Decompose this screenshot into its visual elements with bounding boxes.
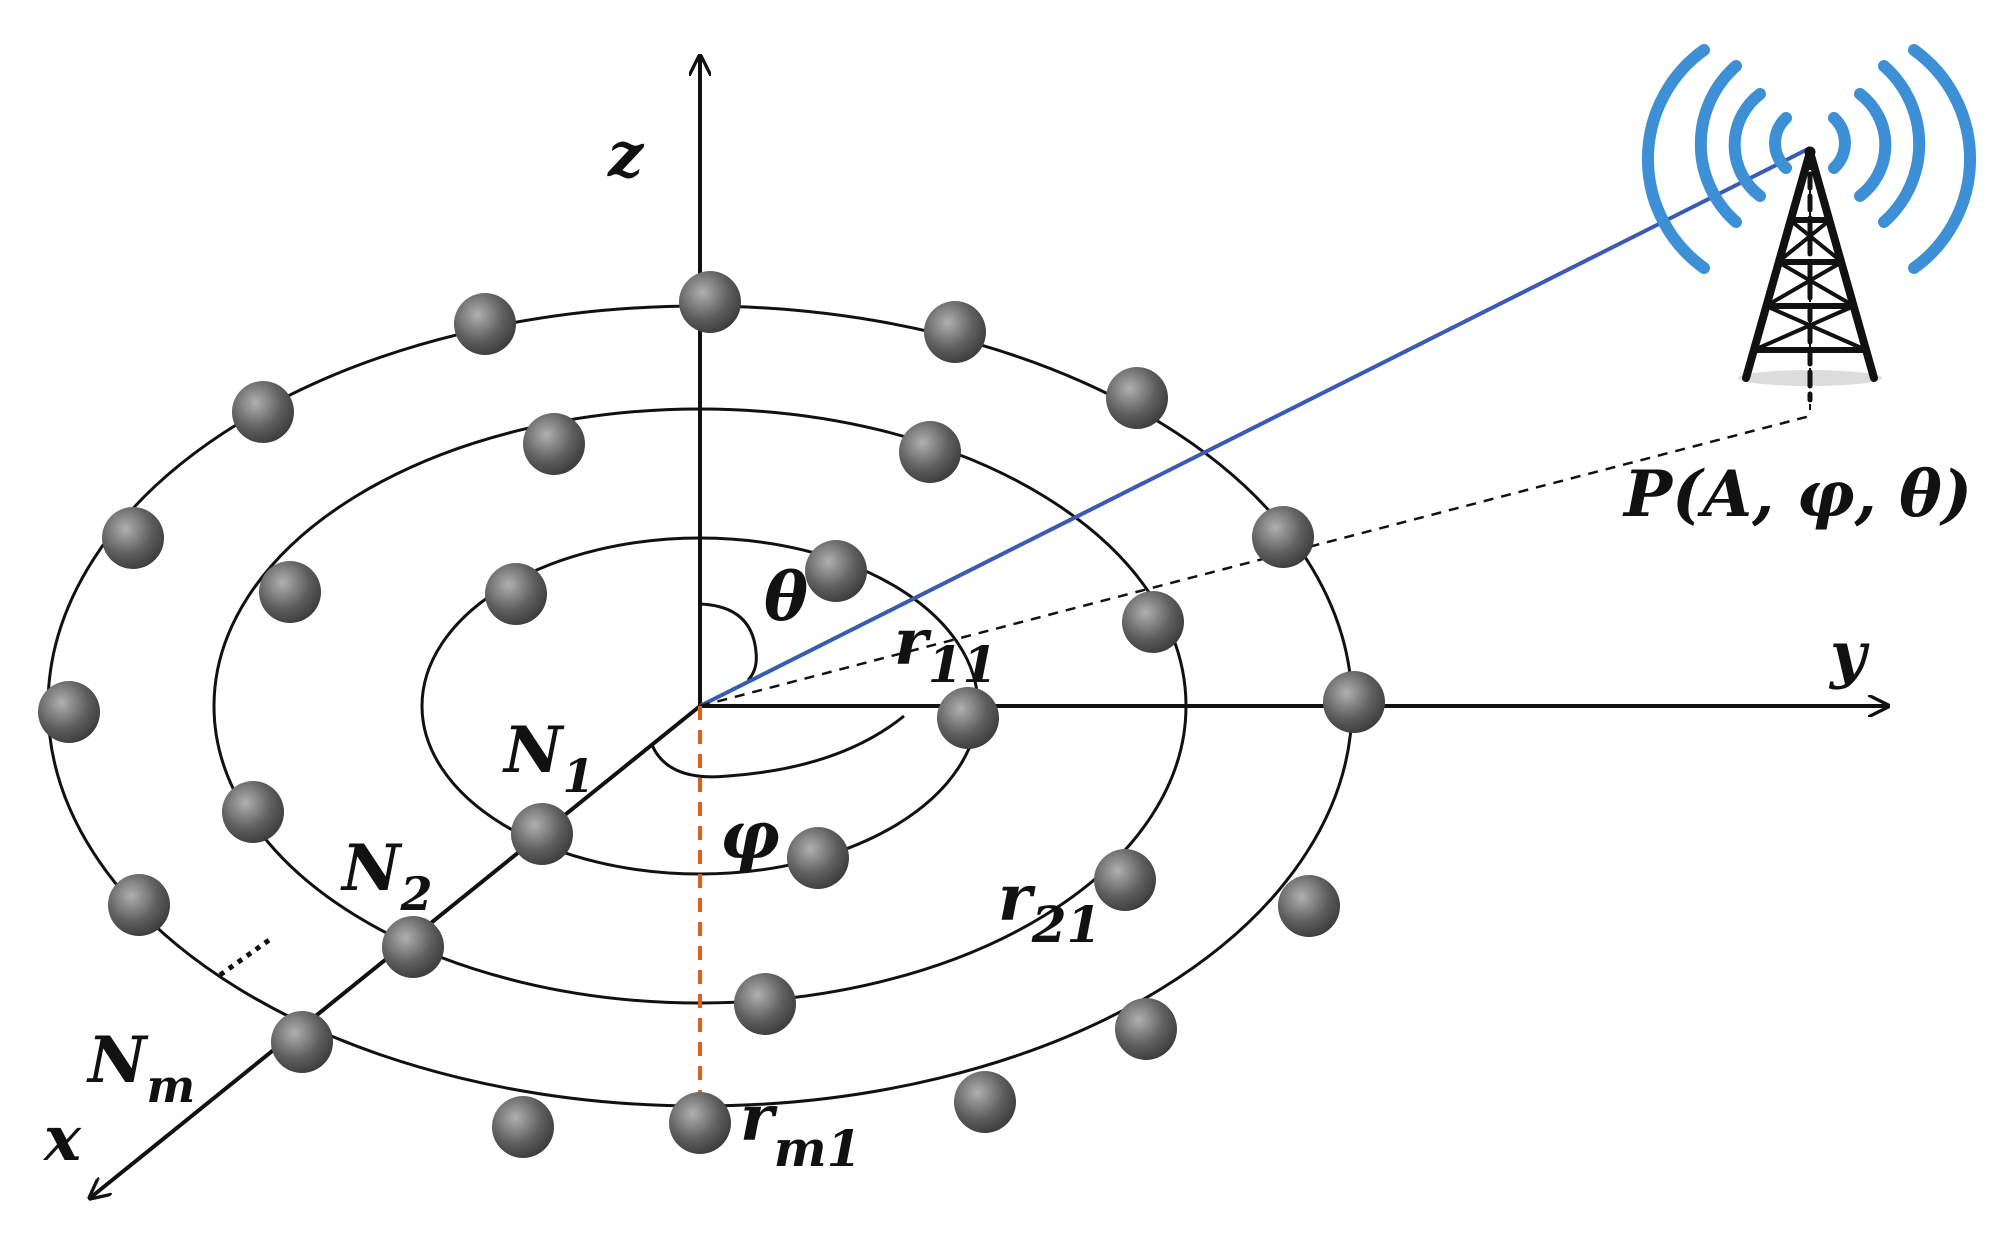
ellipsis-dots: [218, 935, 274, 978]
element: [485, 563, 547, 625]
element: [805, 540, 867, 602]
element: [1278, 875, 1340, 937]
r11-label: r11: [894, 605, 997, 694]
r11-main: r: [894, 605, 932, 680]
element: [924, 301, 986, 363]
rm1-sub: m1: [774, 1119, 862, 1178]
element: [1122, 591, 1184, 653]
rm1-label: rm1: [740, 1081, 861, 1178]
signal-line: [699, 146, 1811, 708]
element: [492, 1096, 554, 1158]
element: [669, 1092, 731, 1154]
element: [232, 381, 294, 443]
theta-label: θ: [764, 558, 808, 636]
x-axis-label: x: [42, 1102, 82, 1175]
axes: [90, 56, 1888, 1198]
element: [1106, 367, 1168, 429]
element: [937, 687, 999, 749]
n1-label: N1: [502, 713, 595, 803]
element: [108, 874, 170, 936]
element: [454, 293, 516, 355]
n2-main: N: [340, 831, 403, 906]
element: [523, 413, 585, 475]
element: [954, 1071, 1016, 1133]
n2-label: N2: [340, 831, 433, 921]
r21-sub: 21: [1031, 895, 1102, 954]
n2-sub: 2: [400, 867, 433, 921]
r21-main: r: [998, 861, 1036, 936]
r21-label: r21: [998, 861, 1101, 954]
cell-tower-icon: [1738, 146, 1882, 403]
n1-main: N: [502, 713, 565, 788]
nm-sub: m: [147, 1059, 196, 1113]
signal-waves-icon: [1642, 44, 1976, 274]
element: [382, 916, 444, 978]
rm1-main: r: [740, 1081, 778, 1156]
element: [734, 973, 796, 1035]
y-axis-label: y: [1828, 618, 1870, 691]
element: [271, 1011, 333, 1073]
element: [787, 827, 849, 889]
element: [1252, 506, 1314, 568]
element: [679, 271, 741, 333]
phi-arc: [650, 714, 905, 779]
element: [1094, 849, 1156, 911]
array-elements: [38, 271, 1385, 1158]
nm-label: Nm: [86, 1023, 195, 1113]
point-label: P(A, φ, θ): [1622, 457, 1972, 532]
n1-sub: 1: [563, 749, 595, 803]
phi-label: φ: [720, 796, 780, 874]
nm-main: N: [86, 1023, 149, 1098]
element: [899, 421, 961, 483]
r11-sub: 11: [928, 635, 998, 694]
element: [102, 507, 164, 569]
z-axis-label: z: [607, 118, 645, 191]
element: [259, 561, 321, 623]
element: [222, 781, 284, 843]
projection-line: [699, 414, 1811, 708]
theta-arc: [699, 602, 758, 682]
element: [38, 681, 100, 743]
element: [1323, 671, 1385, 733]
element: [511, 803, 573, 865]
element: [1115, 998, 1177, 1060]
